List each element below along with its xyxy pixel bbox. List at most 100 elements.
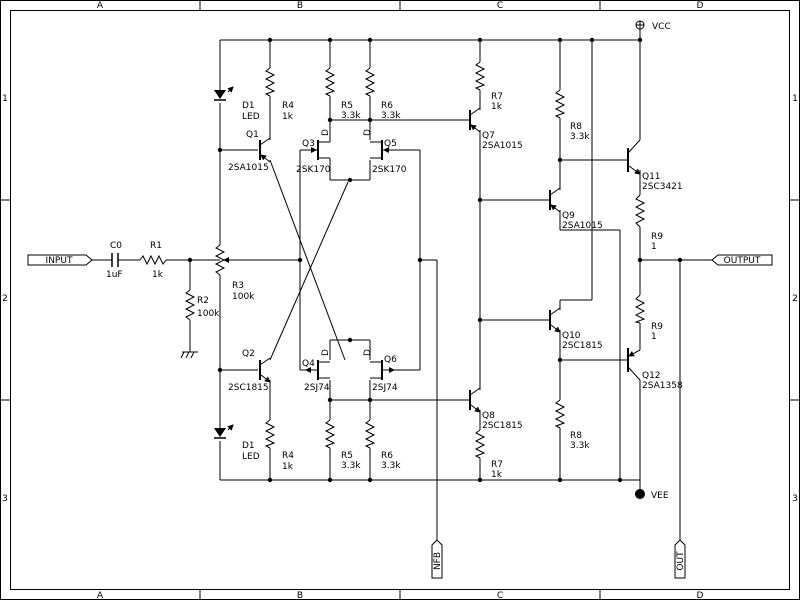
input-port[interactable]: INPUT	[27, 254, 93, 266]
q3-ref: Q3	[302, 139, 315, 149]
q2-ref: Q2	[242, 349, 255, 359]
c0-ref: C0	[110, 241, 122, 251]
r3-ref: R3	[232, 281, 244, 291]
row-label-2-right: 2	[792, 294, 798, 304]
nfb-port[interactable]: NFB	[431, 539, 443, 579]
q4-ref: Q4	[302, 359, 315, 369]
jfet-q4[interactable]: D Q4 2SJ74	[302, 349, 331, 393]
frame-row-labels: 1 2 3 1 2 3	[2, 94, 798, 504]
transistor-q9[interactable]: Q9 2SA1015	[549, 187, 603, 231]
led-d1-top[interactable]: D1 LED	[214, 86, 260, 122]
r4-top-ref: R4	[282, 101, 294, 111]
resistor-r4-top[interactable]: R4 1k	[264, 67, 294, 122]
column-label-a-top: A	[97, 1, 104, 11]
q1-ref: Q1	[246, 130, 259, 140]
q1-value: 2SA1015	[228, 163, 269, 173]
column-label-a-bottom: A	[97, 591, 104, 600]
row-label-3-left: 3	[2, 494, 8, 504]
capacitor-c0[interactable]: C0 1uF	[106, 241, 123, 280]
q3-value: 2SK170	[296, 165, 331, 175]
vee-symbol: VEE	[620, 479, 669, 501]
r2-value: 100k	[197, 309, 220, 319]
transistor-q1[interactable]: Q1 2SA1015	[228, 130, 271, 173]
resistor-r5-top[interactable]: R5 3.3k	[324, 67, 361, 121]
resistor-r4-bottom[interactable]: R4 1k	[264, 419, 294, 472]
q10-value: 2SC1815	[562, 341, 603, 351]
q6-pin-marker: D	[363, 349, 373, 356]
q10-ref: Q10	[562, 331, 581, 341]
resistor-r7-bottom[interactable]: R7 1k	[474, 429, 503, 480]
resistor-r9-top[interactable]: R9 1	[634, 194, 663, 252]
jfet-q6[interactable]: D Q6 2SJ74	[363, 349, 398, 393]
q12-ref: Q12	[642, 371, 661, 381]
out-port-label: OUT	[676, 551, 686, 571]
q12-value: 2SA1358	[642, 381, 683, 391]
r6-top-ref: R6	[381, 101, 393, 111]
input-port-label: INPUT	[46, 256, 73, 266]
transistor-q10[interactable]: Q10 2SC1815	[549, 307, 603, 351]
r5-bottom-ref: R5	[341, 451, 353, 461]
jfet-q5[interactable]: D Q5 2SK170	[363, 129, 407, 175]
resistor-r8-top[interactable]: R8 3.3k	[554, 89, 590, 142]
r6-bottom-ref: R6	[381, 451, 393, 461]
r1-ref: R1	[150, 241, 162, 251]
r5-top-value: 3.3k	[341, 111, 361, 121]
q3-pin-marker: D	[321, 129, 331, 136]
q7-value: 2SA1015	[482, 141, 523, 151]
column-label-d-bottom: D	[697, 591, 704, 600]
r9-bottom-value: 1	[651, 332, 657, 342]
r6-top-value: 3.3k	[381, 111, 401, 121]
resistor-r9-bottom[interactable]: R9 1	[634, 294, 663, 342]
r7-top-value: 1k	[491, 102, 503, 112]
q11-value: 2SC3421	[642, 182, 683, 192]
junctions	[187, 37, 683, 483]
q8-ref: Q8	[482, 411, 495, 421]
d1-bottom-ref: D1	[242, 441, 255, 451]
r9-top-ref: R9	[651, 232, 663, 242]
q5-value: 2SK170	[372, 165, 407, 175]
jfet-q3[interactable]: D Q3 2SK170	[296, 129, 331, 175]
nfb-port-label: NFB	[433, 552, 443, 570]
q5-pin-marker: D	[363, 129, 373, 136]
r4-bottom-value: 1k	[282, 462, 294, 472]
q7-ref: Q7	[482, 131, 495, 141]
led-d1-bottom[interactable]: D1 LED	[214, 424, 260, 462]
transistor-q7[interactable]: Q7 2SA1015	[469, 107, 523, 151]
q4-pin-marker: D	[321, 349, 331, 356]
resistor-r8-bottom[interactable]: R8 3.3k	[554, 399, 590, 451]
r7-bottom-ref: R7	[491, 460, 503, 470]
resistor-r3[interactable]: R3 100k	[214, 244, 255, 302]
resistor-r7-top[interactable]: R7 1k	[474, 61, 503, 112]
r4-bottom-ref: R4	[282, 451, 294, 461]
transistor-q8[interactable]: Q8 2SC1815	[469, 387, 523, 431]
transistor-q11[interactable]: Q11 2SC3421	[627, 139, 683, 192]
q2-value: 2SC1815	[228, 383, 269, 393]
out-port[interactable]: OUT	[674, 539, 686, 579]
q4-value: 2SJ74	[304, 383, 330, 393]
q5-ref: Q5	[384, 139, 397, 149]
r9-bottom-ref: R9	[651, 322, 663, 332]
resistor-r1[interactable]: R1 1k	[139, 241, 167, 280]
vcc-symbol: VCC	[635, 20, 671, 32]
resistor-r2[interactable]: R2 100k	[184, 289, 220, 321]
column-label-d-top: D	[697, 1, 704, 11]
q9-ref: Q9	[562, 211, 575, 221]
d1-top-ref: D1	[242, 101, 255, 111]
row-label-2-left: 2	[2, 294, 8, 304]
r2-ref: R2	[197, 296, 209, 306]
r3-value: 100k	[232, 292, 255, 302]
c0-value: 1uF	[106, 270, 123, 280]
row-label-1-right: 1	[792, 94, 798, 104]
resistor-r6-top[interactable]: R6 3.3k	[364, 67, 401, 121]
output-port[interactable]: OUTPUT	[711, 254, 773, 266]
resistor-r6-bottom[interactable]: R6 3.3k	[364, 419, 401, 471]
transistor-q12[interactable]: Q12 2SA1358	[627, 348, 683, 391]
transistor-q2[interactable]: Q2 2SC1815	[228, 349, 271, 393]
row-label-1-left: 1	[2, 94, 8, 104]
q8-value: 2SC1815	[482, 421, 523, 431]
r8-top-ref: R8	[570, 122, 582, 132]
r5-top-ref: R5	[341, 101, 353, 111]
resistor-r5-bottom[interactable]: R5 3.3k	[324, 419, 361, 471]
r1-value: 1k	[152, 270, 164, 280]
